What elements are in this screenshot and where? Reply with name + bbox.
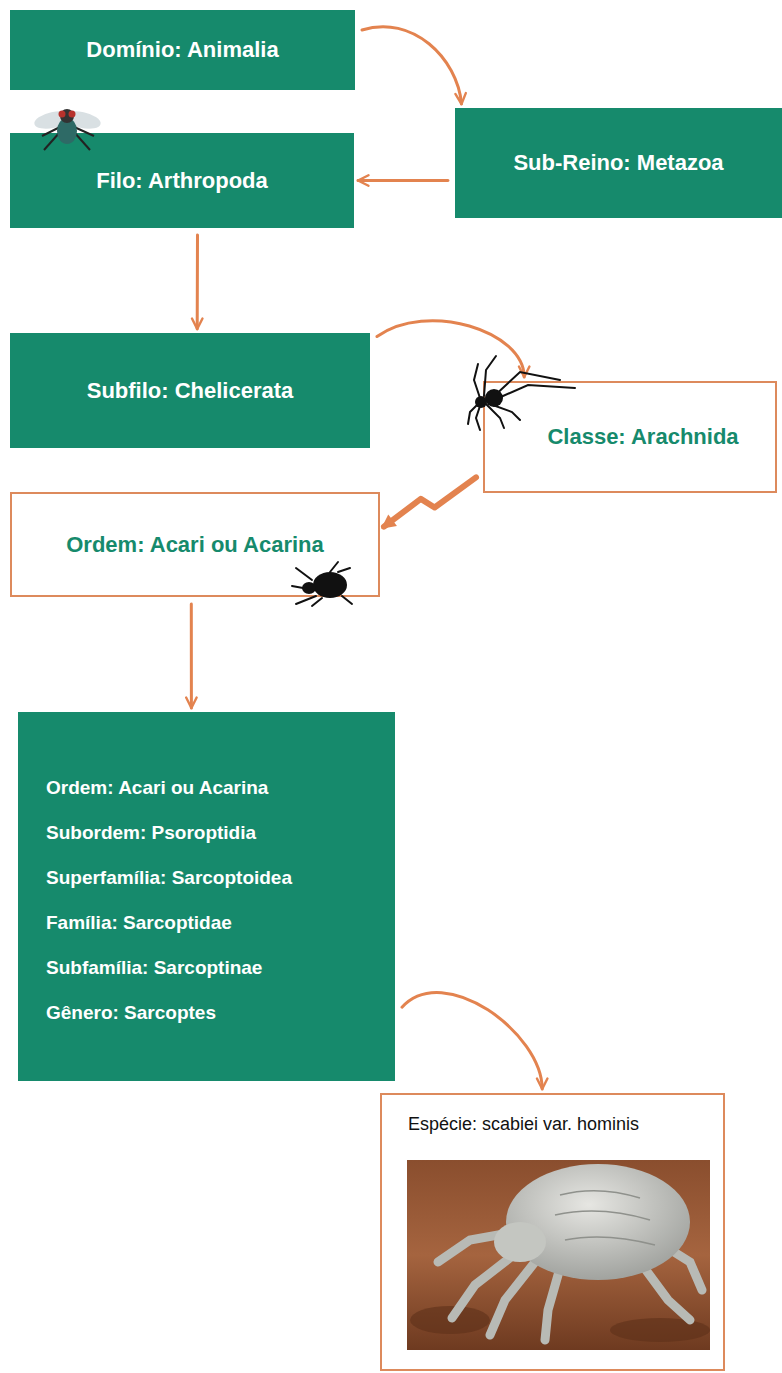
flow-arrow: [358, 179, 448, 182]
rank-box: Ordem: Acari ou Acarina: [10, 492, 380, 597]
rank-label: Subordem: Psoroptidia: [46, 822, 256, 844]
rank-label: Subfilo: Chelicerata: [87, 378, 294, 404]
tick-icon: [292, 562, 352, 606]
flow-arrow: [402, 993, 542, 1089]
flow-arrow: [384, 477, 476, 526]
rank-label: Espécie: scabiei var. hominis: [408, 1113, 639, 1135]
rank-label: Classe: Arachnida: [547, 424, 738, 450]
flow-arrow: [362, 27, 462, 104]
rank-list-box: Ordem: Acari ou AcarinaSubordem: Psoropt…: [18, 712, 395, 1081]
rank-label: Gênero: Sarcoptes: [46, 1002, 216, 1024]
mite-photo: [407, 1160, 710, 1350]
rank-label: Ordem: Acari ou Acarina: [46, 777, 268, 799]
rank-label: Subfamília: Sarcoptinae: [46, 957, 262, 979]
rank-label: Ordem: Acari ou Acarina: [66, 532, 324, 558]
rank-label: Família: Sarcoptidae: [46, 912, 232, 934]
fly-icon: [33, 108, 102, 150]
flow-arrow: [196, 235, 199, 329]
spider-icon: [468, 356, 575, 430]
rank-label: Filo: Arthropoda: [96, 168, 268, 194]
species-box: Espécie: scabiei var. hominis: [380, 1093, 725, 1371]
rank-box: Filo: Arthropoda: [10, 133, 354, 228]
rank-box: Sub-Reino: Metazoa: [455, 108, 782, 218]
flow-arrow: [190, 604, 193, 708]
rank-box: Classe: Arachnida: [483, 381, 777, 493]
rank-box: Domínio: Animalia: [10, 10, 355, 90]
rank-label: Domínio: Animalia: [86, 37, 278, 63]
rank-label: Superfamília: Sarcoptoidea: [46, 867, 292, 889]
flow-arrow: [377, 321, 524, 377]
rank-label: Sub-Reino: Metazoa: [513, 150, 723, 176]
rank-box: Subfilo: Chelicerata: [10, 333, 370, 448]
